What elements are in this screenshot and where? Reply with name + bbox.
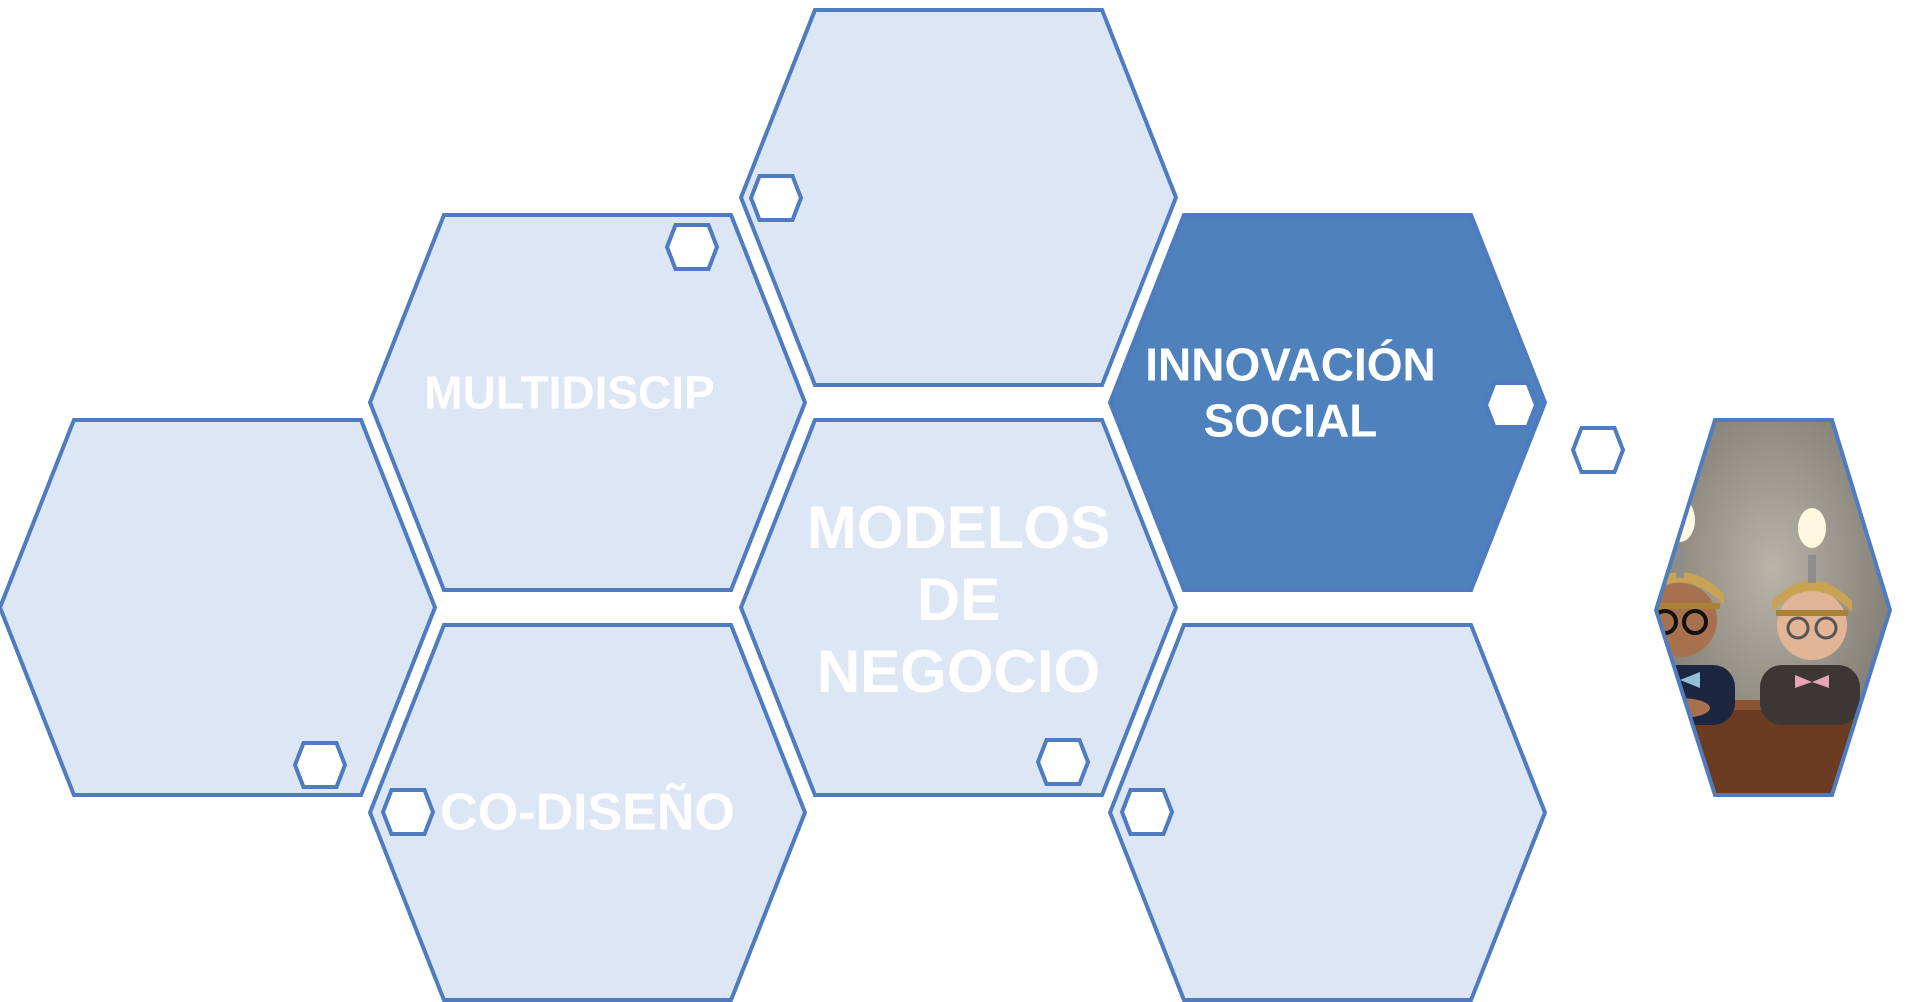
- child-figure-right: [1760, 508, 1860, 725]
- connector-hex-top: [748, 174, 804, 222]
- hexagon-label-innovacion-social-line-1: INNOVACIÓN: [1145, 339, 1436, 391]
- hexagon-co-diseno[interactable]: [367, 623, 808, 1002]
- hexagon-label-modelos-de-negocio-line-2: DE: [917, 566, 1000, 633]
- connector-hex-codiseno: [380, 788, 436, 836]
- photo-hexagon: [1515, 418, 1893, 797]
- hexagon-label-modelos-de-negocio-line-3: NEGOCIO: [817, 638, 1100, 705]
- connector-hex-photo: [1570, 426, 1626, 474]
- hexagon-modelos-de-negocio[interactable]: [738, 418, 1179, 797]
- hexagon-label-multidiscip-line-1: MULTIDISCIP: [424, 367, 714, 419]
- connector-hex-multidiscip: [664, 223, 720, 271]
- hexagon-innovacion-social[interactable]: [1107, 213, 1548, 592]
- hexagon-multidiscip[interactable]: [367, 213, 808, 592]
- connector-hex-bottom-right: [1119, 788, 1175, 836]
- connector-hex-modelos: [1035, 738, 1091, 786]
- connector-hex-left-outer: [292, 741, 348, 789]
- hexagon-label-co-diseno-line-1: CO-DISEÑO: [440, 783, 735, 842]
- hexagon-left-outer[interactable]: [0, 418, 438, 797]
- connector-hex-innovacion: [1483, 381, 1539, 429]
- hexagon-bottom-right[interactable]: [1107, 623, 1548, 1002]
- hexagon-top-center[interactable]: [738, 8, 1179, 387]
- hexagon-label-innovacion-social-line-2: SOCIAL: [1204, 395, 1378, 447]
- child-figure-left: [1515, 515, 1610, 710]
- hexagon-label-modelos-de-negocio-line-1: MODELOS: [807, 494, 1110, 561]
